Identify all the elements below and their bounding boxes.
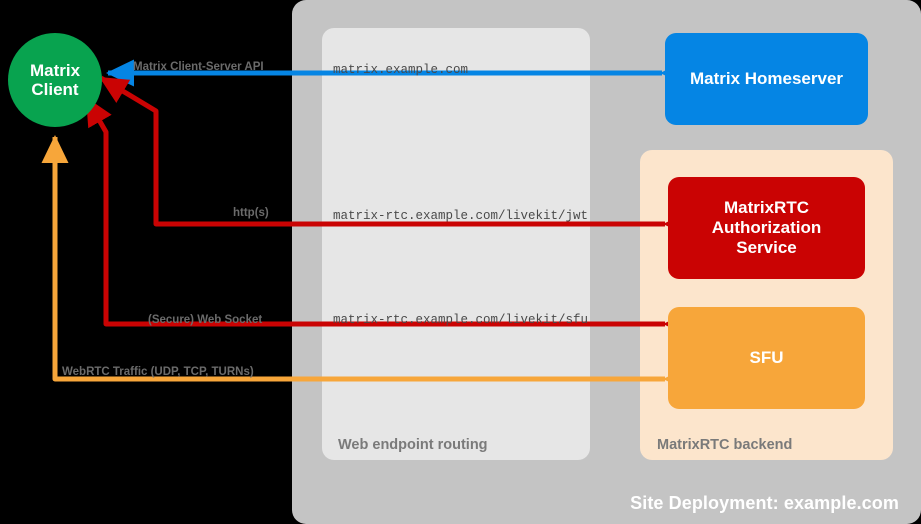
edge-webrtc-traffic	[41, 134, 691, 393]
edge-label-secure-web-socket: (Secure) Web Socket	[148, 314, 263, 326]
node-matrix-homeserver-label: Matrix Homeserver	[689, 68, 844, 88]
node-auth-line2: Authorization	[711, 217, 822, 237]
edge-livekit-jwt	[99, 75, 691, 238]
endpoint-label-livekit-jwt: matrix-rtc.example.com/livekit/jwt	[333, 209, 589, 223]
node-matrix-homeserver: Matrix Homeserver	[665, 33, 868, 125]
site-deployment-label: Site Deployment: example.com	[630, 493, 899, 513]
node-sfu-label: SFU	[749, 347, 784, 367]
node-matrix-client: Matrix Client	[8, 33, 102, 127]
node-matrixrtc-authorization-service: MatrixRTC Authorization Service	[668, 177, 865, 279]
edge-label-matrix-client-server-api: Matrix Client-Server API	[133, 61, 264, 73]
node-auth-line1: MatrixRTC	[723, 197, 809, 217]
endpoint-label-matrix-example-com: matrix.example.com	[333, 63, 469, 77]
node-matrix-client-line2: Client	[31, 80, 79, 99]
web-endpoint-routing-label: Web endpoint routing	[338, 437, 488, 453]
endpoint-label-livekit-sfu: matrix-rtc.example.com/livekit/sfu	[333, 313, 589, 327]
edge-label-https: http(s)	[233, 207, 269, 219]
node-matrix-client-line1: Matrix	[29, 60, 81, 80]
node-auth-line3: Service	[736, 238, 797, 258]
edge-label-webrtc-traffic: WebRTC Traffic (UDP, TCP, TURNs)	[62, 366, 254, 378]
matrixrtc-backend-label: MatrixRTC backend	[657, 437, 793, 453]
node-sfu: SFU	[668, 307, 865, 409]
